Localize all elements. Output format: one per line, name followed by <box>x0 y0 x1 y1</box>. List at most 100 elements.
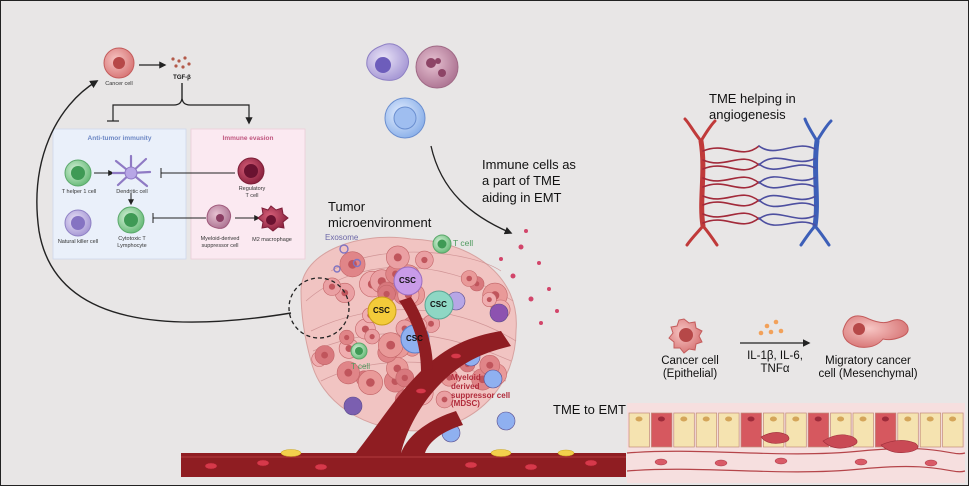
anti-tumor-panel <box>52 128 187 260</box>
epithelial-cell <box>807 412 830 448</box>
migratory-cell-label: Migratory cancer cell (Mesenchymal) <box>818 355 918 381</box>
exosome-label: Exosome <box>325 233 359 242</box>
cytokines-label: IL-1β, IL-6, TNFα <box>747 350 803 376</box>
epithelial-cell <box>919 412 942 448</box>
csc-purple-label: CSC <box>399 276 416 285</box>
capillary <box>758 163 816 170</box>
epithelial-cell <box>695 412 718 448</box>
tgf-beta-label: TGF-β <box>173 75 191 81</box>
tumor-cell-nucleus <box>321 351 328 359</box>
capillary <box>758 213 816 220</box>
csc-teal-label: CSC <box>430 300 447 309</box>
epithelial-nucleus <box>725 416 733 422</box>
epithelial-nucleus <box>904 416 912 422</box>
epithelial-cell <box>673 412 695 448</box>
mdsc-icon <box>206 204 232 229</box>
mdsc-inset-label: Myeloid-derived suppressor cell <box>200 236 240 249</box>
capillary <box>702 145 760 153</box>
t-helper-cell-icon <box>64 159 92 187</box>
csc-teal-icon <box>424 290 454 320</box>
tumor-cell-nucleus <box>428 320 434 327</box>
tumor-cell-nucleus <box>369 334 375 340</box>
anti-tumor-title: Anti-tumor immunity <box>87 135 152 142</box>
cancer-epithelial-label: Cancer cell (Epithelial) <box>661 355 719 381</box>
tumor-cell-nucleus <box>441 396 448 403</box>
tme-to-emt-label: TME to EMT <box>553 402 626 417</box>
capillary <box>702 217 760 225</box>
exosome-icon <box>333 244 362 273</box>
zoom-circle <box>288 277 350 339</box>
migratory-cancer-cell-icon <box>842 315 909 348</box>
m2-label: M2 macrophage <box>252 237 292 243</box>
tumor-immune-cell <box>343 396 363 416</box>
cytokine-dots <box>499 229 559 325</box>
tumor-cell-nucleus <box>348 259 357 269</box>
epithelial-nucleus <box>837 416 845 422</box>
tumor-cell-nucleus <box>466 275 473 282</box>
tgf-beta-particles-icon <box>171 56 191 69</box>
cytokine-particles-icon <box>758 319 784 336</box>
epithelium-strip <box>626 403 966 483</box>
tumor-cell-nucleus <box>386 340 396 350</box>
epithelial-nucleus <box>680 416 688 422</box>
angiogenesis-vessels <box>683 117 833 247</box>
tumor-cell-nucleus <box>383 290 390 298</box>
lymphocyte-icon <box>384 97 426 139</box>
capillary <box>702 212 760 220</box>
dendritic-label: Dendritic cell <box>116 189 148 195</box>
t-cell-top-label: T cell <box>453 238 474 248</box>
tumor-cell-nucleus <box>344 368 353 377</box>
feedback-arrow <box>36 80 292 323</box>
immune-evasion-title: Immune evasion <box>222 135 274 142</box>
capillary <box>702 181 760 189</box>
capillary <box>758 217 816 226</box>
tumor-cell-nucleus <box>393 364 402 373</box>
natural-killer-cell-icon <box>64 209 92 237</box>
tumor-cell-nucleus <box>486 297 492 303</box>
capillary <box>758 157 816 166</box>
blood-vessel <box>181 297 626 477</box>
epithelial-cell <box>942 412 964 448</box>
epithelial-cell <box>852 412 874 448</box>
tumor-cell-nucleus <box>328 283 336 290</box>
csc-yellow-icon <box>367 296 397 326</box>
capillary <box>758 194 816 202</box>
tumor-immune-cell <box>496 411 516 431</box>
tumor-immune-cell <box>489 303 509 323</box>
immune-evasion-panel <box>190 128 306 260</box>
capillary <box>702 194 760 202</box>
csc-yellow-label: CSC <box>373 306 390 315</box>
tumor-microenvironment-label: Tumor microenvironment <box>328 199 432 230</box>
neutrophil-icon <box>415 45 459 89</box>
capillary <box>702 199 760 207</box>
inset-cancer-cell-icon <box>103 47 135 79</box>
tumor-immune-cell <box>483 369 503 389</box>
nk-label: Natural killer cell <box>57 239 99 245</box>
epithelial-nucleus <box>814 416 822 422</box>
t-cell-left-label: T cell <box>351 362 370 371</box>
epithelial-cell <box>628 412 650 448</box>
capillary <box>758 176 816 184</box>
epithelial-cell <box>740 412 762 448</box>
tumor-cell-nucleus <box>393 253 402 262</box>
immune-cells-group <box>366 43 459 139</box>
csc-blue-label: CSC <box>406 334 423 343</box>
capillary <box>702 176 760 184</box>
epithelial-nucleus <box>635 416 643 422</box>
angiogenesis-label: TME helping in angiogenesis <box>709 91 796 123</box>
epithelial-cancer-cell-icon <box>668 318 703 354</box>
epithelial-nucleus <box>702 416 710 422</box>
t-helper-label: T helper 1 cell <box>61 189 97 195</box>
epithelial-nucleus <box>859 416 867 422</box>
epithelial-nucleus <box>769 416 777 422</box>
capillary <box>758 199 816 208</box>
tumor-cell-nucleus <box>366 378 375 387</box>
m2-macrophage-icon <box>257 205 289 232</box>
lavender-immune-cell-icon <box>366 43 409 81</box>
tumor-cell-nucleus <box>401 374 408 382</box>
regulatory-label: Regulatory T cell <box>238 186 266 199</box>
capillary <box>758 145 816 152</box>
epithelial-nucleus <box>792 416 800 422</box>
